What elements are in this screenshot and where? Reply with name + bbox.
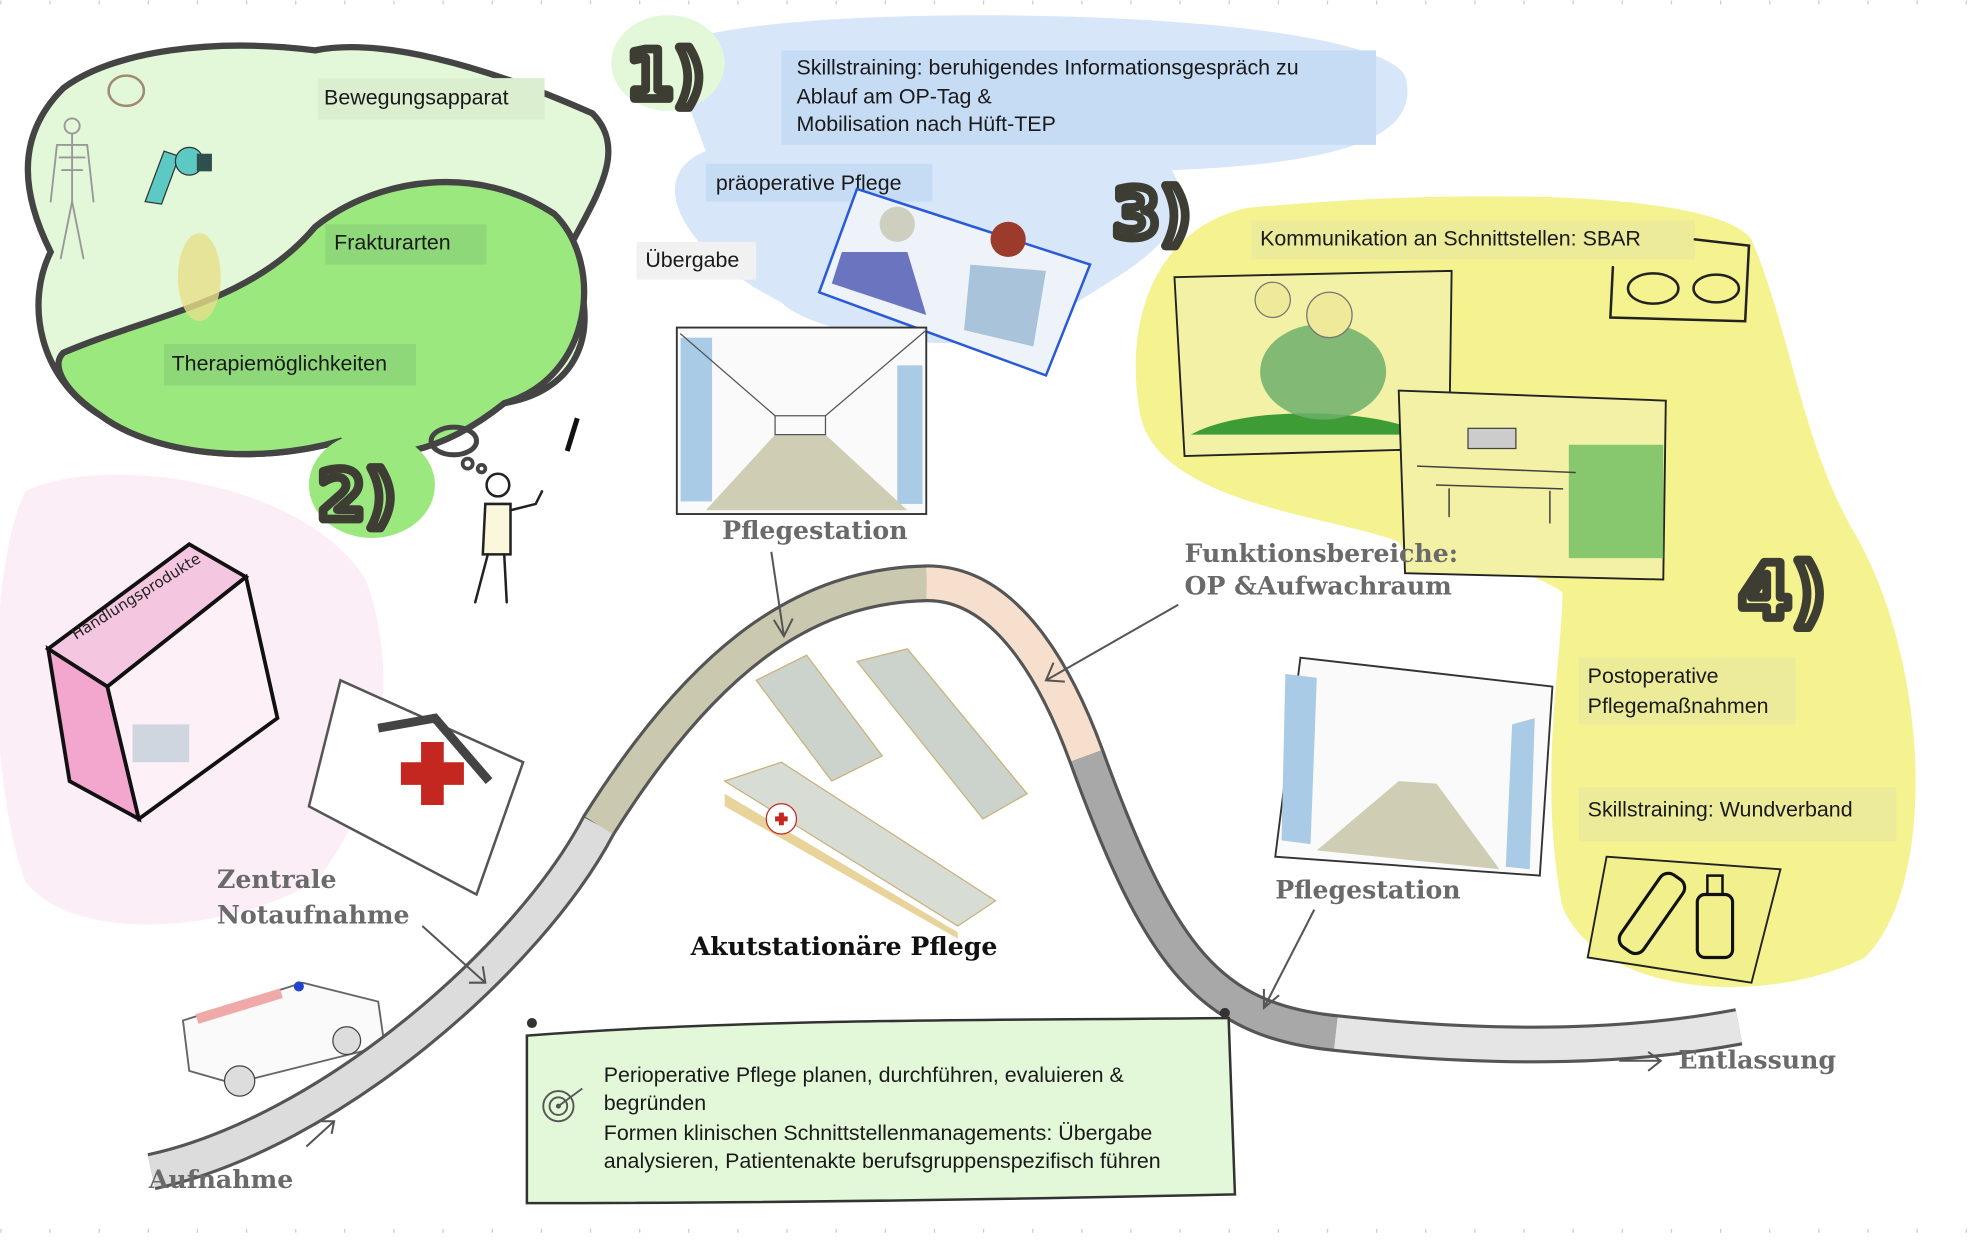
label-box bbox=[325, 224, 487, 265]
first-aid-sign-icon bbox=[307, 678, 525, 897]
ambulance-icon bbox=[181, 981, 386, 1097]
care-pathway-curve bbox=[147, 564, 1743, 1191]
segment-entlassung bbox=[1334, 1011, 1742, 1061]
segment-postop bbox=[1071, 750, 1338, 1049]
blob-step-1-number bbox=[611, 15, 725, 111]
label-box bbox=[1578, 657, 1796, 725]
label-postoperative-2: Pflegemaßnahmen bbox=[1588, 694, 1769, 718]
label-zna-1: Zentrale bbox=[217, 864, 337, 894]
hip-implant-icon bbox=[144, 146, 212, 205]
label-kommunikation-sbar: Kommunikation an Schnittstellen: SBAR bbox=[1260, 227, 1641, 251]
skillstraining-line-2: Ablauf am OP-Tag & bbox=[797, 84, 992, 108]
segment-op bbox=[925, 567, 1102, 762]
arrow-pflegestation-2 bbox=[1262, 909, 1316, 1011]
banner-line-3: Formen klinischen Schnittstellenmanageme… bbox=[604, 1121, 1153, 1145]
thought-bubble bbox=[428, 424, 480, 458]
thought-bubble bbox=[475, 462, 488, 475]
skillstraining-line-1: Skillstraining: beruhigendes Information… bbox=[797, 55, 1299, 79]
arrow-entlassung bbox=[1619, 1051, 1663, 1072]
step-number-4: 4) bbox=[1739, 547, 1826, 635]
handlungsprodukte-box-icon: Handlungsprodukte bbox=[44, 542, 280, 823]
skillstraining-line-3: Mobilisation nach Hüft-TEP bbox=[797, 112, 1056, 136]
label-box bbox=[164, 343, 417, 386]
bandage-spray-icon bbox=[1586, 855, 1782, 984]
label-funktionsbereiche-2: OP &Aufwachraum bbox=[1185, 571, 1453, 601]
label-box bbox=[636, 241, 757, 280]
arrow-funktionsbereiche bbox=[1044, 603, 1179, 683]
segment-aufnahme bbox=[148, 817, 613, 1188]
label-box bbox=[1578, 787, 1897, 842]
label-pflegestation-1: Pflegestation bbox=[722, 515, 907, 545]
learning-goals-banner: Perioperative Pflege planen, durchführen… bbox=[525, 1007, 1237, 1205]
thought-bubble bbox=[460, 456, 475, 471]
stroke-mark bbox=[564, 417, 580, 452]
label-aufnahme: Aufnahme bbox=[148, 1164, 293, 1194]
label-wundverband: Skillstraining: Wundverband bbox=[1588, 797, 1853, 821]
label-postoperative-1: Postoperative bbox=[1588, 664, 1719, 688]
nurse-patient-picture bbox=[817, 187, 1092, 378]
blob-step-2 bbox=[308, 432, 435, 538]
step-number-1: 1) bbox=[626, 36, 704, 115]
joint-sketch-icon bbox=[107, 74, 146, 108]
label-box bbox=[317, 78, 545, 120]
label-praeoperative-pflege: präoperative Pflege bbox=[716, 171, 902, 195]
sbar-speech-bubbles-icon bbox=[1609, 238, 1751, 323]
banner-line-1: Perioperative Pflege planen, durchführen… bbox=[604, 1063, 1124, 1087]
skeleton-icon bbox=[49, 117, 95, 260]
hallway-picture-2 bbox=[1274, 656, 1554, 877]
step-number-3: 3) bbox=[1113, 175, 1191, 254]
label-uebergabe: Übergabe bbox=[645, 248, 739, 272]
step-number-2: 2) bbox=[318, 457, 396, 536]
label-bewegungsapparat: Bewegungsapparat bbox=[324, 86, 509, 110]
arrow-pflegestation-1 bbox=[770, 551, 794, 639]
label-zna-2: Notaufnahme bbox=[217, 899, 410, 929]
label-therapiemoeglichkeiten: Therapiemöglichkeiten bbox=[172, 351, 387, 375]
label-box bbox=[705, 163, 933, 202]
banner-line-2: begründen bbox=[604, 1091, 706, 1115]
label-frakturarten: Frakturarten bbox=[334, 230, 451, 254]
target-icon bbox=[542, 1087, 583, 1123]
label-pflegestation-2: Pflegestation bbox=[1275, 874, 1460, 904]
arrow-zna bbox=[421, 925, 487, 984]
operating-room-picture bbox=[1173, 269, 1453, 458]
nurse-figure-icon bbox=[473, 472, 544, 604]
label-box bbox=[781, 50, 1377, 145]
hallway-picture-1 bbox=[675, 326, 928, 515]
segment-pflegestation bbox=[585, 567, 927, 834]
label-entlassung: Entlassung bbox=[1678, 1044, 1836, 1074]
label-funktionsbereiche-1: Funktionsbereiche: bbox=[1185, 538, 1458, 568]
label-akutstationaere-pflege: Akutstationäre Pflege bbox=[690, 931, 998, 961]
banner-line-4: analysieren, Patientenakte berufsgruppen… bbox=[604, 1149, 1161, 1173]
arrow-aufnahme bbox=[305, 1120, 336, 1148]
hospital-building-icon bbox=[723, 648, 1029, 939]
label-box bbox=[1251, 220, 1695, 260]
knee-sketch-icon bbox=[177, 233, 221, 322]
recovery-room-picture bbox=[1397, 389, 1667, 581]
